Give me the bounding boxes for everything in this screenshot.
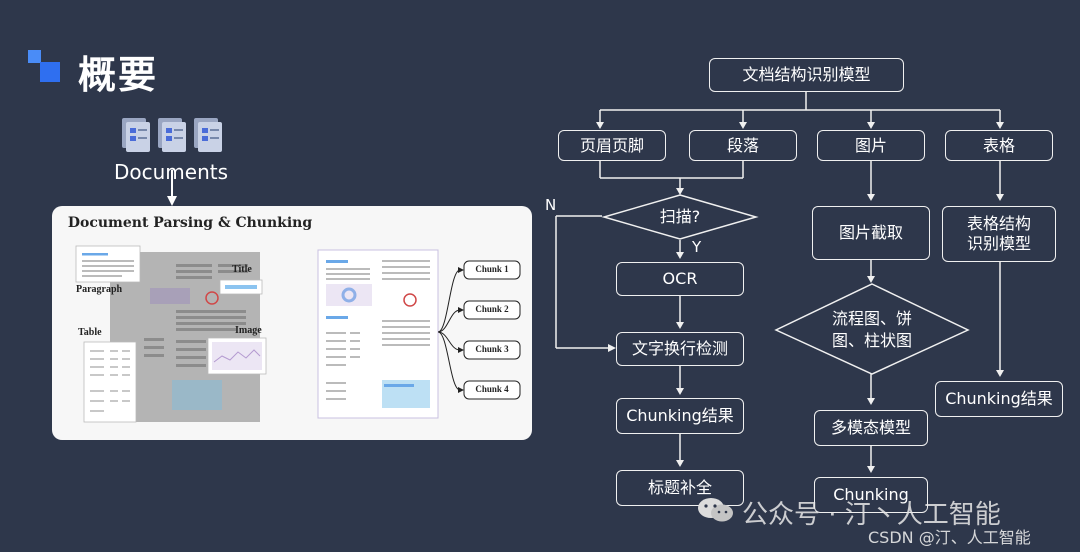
table-node: 表格: [945, 130, 1053, 161]
yes-label: Y: [692, 238, 702, 256]
chunk-1-label: Chunk 1: [475, 264, 509, 274]
title-mark-large: [40, 62, 60, 82]
table-model-line-2: 识别模型: [966, 234, 1031, 253]
title-complete-node: 标题补全: [616, 470, 744, 506]
chunking-result-left-node: Chunking结果: [616, 398, 744, 434]
label-table: Table: [78, 327, 102, 338]
ocr-node: OCR: [616, 262, 744, 296]
documents-label: Documents: [113, 160, 229, 184]
label-title: Title: [232, 264, 252, 275]
watermark-wechat: 公众号 · 汀丶人工智能: [742, 500, 1001, 530]
label-paragraph: Paragraph: [76, 284, 123, 295]
doc-structure-model-node: 文档结构识别模型: [709, 58, 904, 92]
chart-decision-label: 流程图、饼 图、柱状图: [812, 308, 932, 352]
paragraph-node: 段落: [689, 130, 797, 161]
line-break-detect-node: 文字换行检测: [616, 332, 744, 366]
table-structure-model-node: 表格结构 识别模型: [942, 206, 1056, 262]
multimodal-model-node: 多模态模型: [814, 410, 928, 446]
scan-decision-label: 扫描?: [659, 207, 701, 226]
title-mark-small: [28, 50, 41, 63]
documents-icon: [122, 118, 222, 152]
chunk-4-label: Chunk 4: [475, 384, 509, 394]
chart-decision-line-2: 图、柱状图: [831, 331, 912, 350]
panel-title: Document Parsing & Chunking: [67, 215, 313, 231]
wechat-icon: [698, 498, 733, 522]
header-footer-node: 页眉页脚: [558, 130, 666, 161]
chunking-mid-node: Chunking: [814, 477, 928, 513]
page-title: 概要: [78, 53, 159, 97]
chunk-2-label: Chunk 2: [475, 304, 509, 314]
table-model-line-1: 表格结构: [966, 214, 1031, 233]
label-image: Image: [235, 325, 262, 336]
parsing-illustration: [75, 170, 521, 423]
chunk-3-label: Chunk 3: [475, 344, 509, 354]
watermark-csdn: CSDN @汀、人工智能: [868, 528, 1031, 547]
image-node: 图片: [817, 130, 925, 161]
chart-decision-line-1: 流程图、饼: [831, 309, 912, 328]
chunking-result-right-node: Chunking结果: [935, 381, 1063, 417]
image-crop-node: 图片截取: [812, 206, 930, 260]
no-label: N: [545, 196, 557, 214]
